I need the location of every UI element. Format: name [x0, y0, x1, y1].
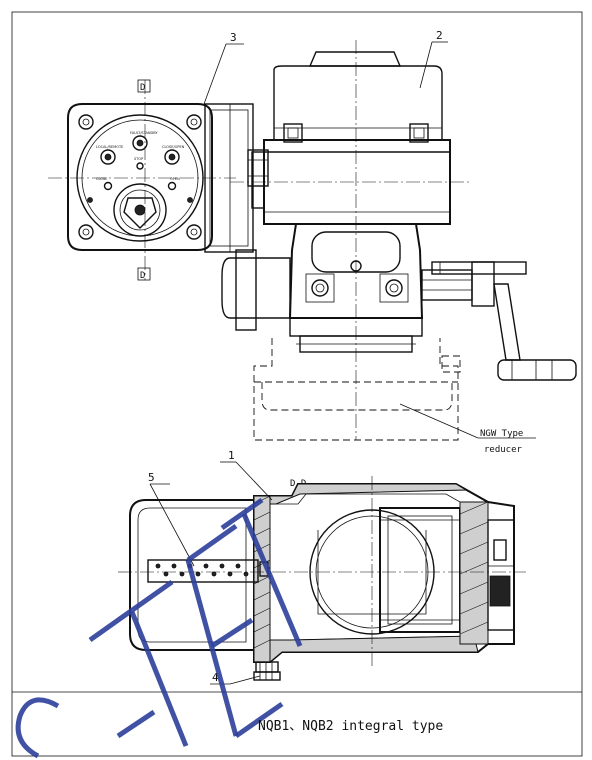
bolt-icon: [78, 114, 202, 240]
watermark-graphic: [15, 497, 303, 759]
reducer-label-line2: reducer: [484, 445, 523, 455]
section-marker-top: D: [140, 83, 145, 93]
section-marker-bottom: D: [140, 271, 145, 281]
callout-4: 4: [212, 671, 219, 684]
callout-1: 1: [228, 449, 235, 462]
svg-text:CLOSE/OPEN: CLOSE/OPEN: [162, 145, 185, 149]
drawing-caption: NQB1、NQB2 integral type: [258, 719, 443, 734]
callout-5: 5: [148, 471, 155, 484]
svg-text:LOCAL/REMOTE: LOCAL/REMOTE: [96, 145, 123, 149]
callout-3: 3: [230, 31, 237, 44]
svg-text:CLOSE: CLOSE: [96, 177, 107, 181]
control-panel: LOCAL/REMOTE FAULT/STANDBY CLOSE/OPEN ST…: [48, 80, 254, 280]
knob-icon: [113, 183, 167, 237]
section-view: [118, 476, 526, 681]
svg-text:STOP: STOP: [134, 157, 143, 161]
svg-text:OPEN: OPEN: [170, 177, 180, 181]
drawing-frame: [11, 11, 583, 757]
ngw-reducer-outline: [253, 338, 461, 441]
gearbox: [221, 223, 495, 353]
reducer-label-line1: NGW Type: [480, 429, 523, 439]
crank-handle-icon: [431, 261, 577, 381]
callout-2: 2: [436, 29, 443, 42]
svg-text:FAULT/STANDBY: FAULT/STANDBY: [130, 131, 158, 135]
actuator-housing: [230, 40, 470, 440]
